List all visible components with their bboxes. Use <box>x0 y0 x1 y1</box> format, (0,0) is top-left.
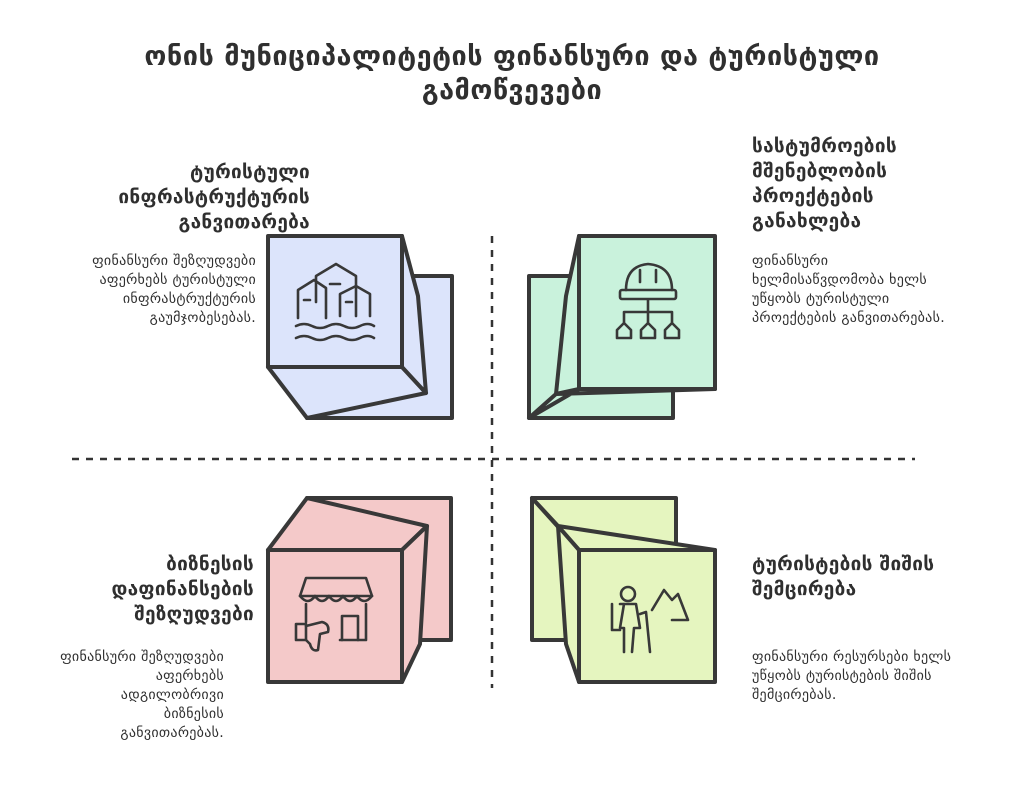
quadrant-top-right-heading: სასტუმროების მშენებლობის პროექტების განა… <box>752 135 897 232</box>
fold-side <box>400 234 428 395</box>
quadrant-bottom-right-description: ფინანსური რესურსები ხელს უწყობს ტურისტებ… <box>752 649 952 703</box>
shop-thumbs-down-icon <box>294 576 374 652</box>
hardhat-hierarchy-icon <box>615 262 681 340</box>
quadrant-bottom-right-graphic <box>530 496 717 684</box>
page-title: ონის მუნიციპალიტეტის ფინანსური და ტურისტ… <box>144 41 880 106</box>
hiker-mountain-icon <box>610 585 690 654</box>
flooded-buildings-icon <box>294 262 376 342</box>
fold-side <box>556 524 581 684</box>
front-panel <box>266 548 404 684</box>
quadrant-bottom-right-heading: ტურისტების შიშის შემცირება <box>752 553 935 600</box>
quadrant-bottom-left-graphic <box>266 496 453 684</box>
front-panel <box>266 234 404 369</box>
quadrant-top-left-graphic <box>266 234 454 420</box>
fold-side <box>400 524 429 684</box>
quadrant-top-right-graphic <box>527 234 717 420</box>
quadrant-top-left-heading: ტურისტული ინფრასტრუქტურის განვითარება <box>118 161 310 233</box>
quadrant-top-right-description: ფინანსური ხელმისაწვდომობა ხელს უწყობს ტუ… <box>752 253 945 326</box>
fold-side <box>554 234 581 396</box>
quadrant-bottom-left-heading: ბიზნესის დაფინანსების შეზღუდვები <box>111 553 254 625</box>
quadrant-bottom-left-description: ფინანსური შეზღუდვები აფერხებს ადგილობრივ… <box>60 649 224 741</box>
quadrant-top-left-description: ფინანსური შეზღუდვები აფერხებს ტურისტული … <box>92 253 256 326</box>
